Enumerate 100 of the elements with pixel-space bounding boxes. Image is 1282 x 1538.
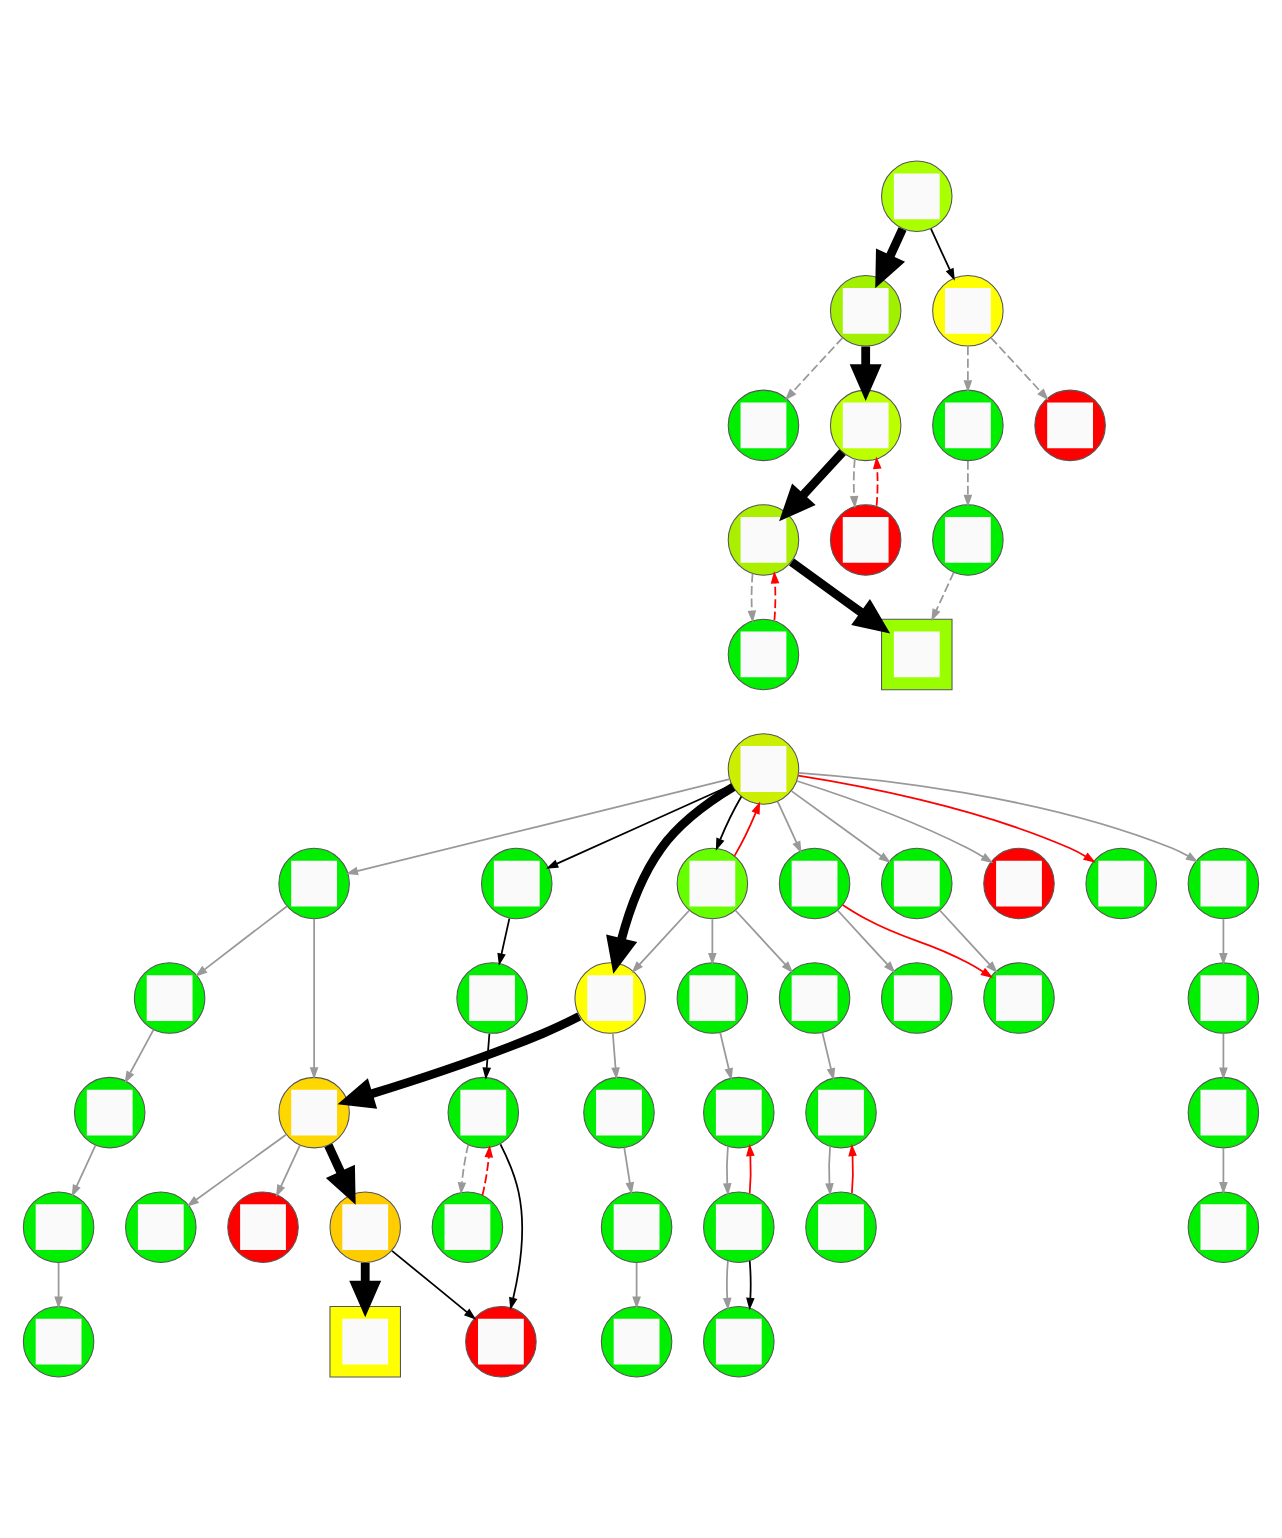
arrow (715, 795, 743, 851)
node-circle (1187, 1191, 1260, 1263)
arrow (734, 909, 794, 974)
arrow (963, 460, 973, 508)
node-circle (727, 733, 800, 805)
arrow (391, 1250, 477, 1320)
node-circle (431, 1191, 504, 1263)
arrow (746, 1260, 755, 1311)
node-circle (73, 1076, 146, 1149)
arrow (790, 790, 891, 864)
node-circle (456, 962, 528, 1034)
node-circle (881, 160, 953, 233)
arrow (124, 1028, 155, 1084)
node-circle (983, 847, 1055, 920)
arrow (71, 1144, 97, 1198)
node-circle (829, 275, 902, 347)
node-circle (727, 504, 800, 576)
node-circle (932, 389, 1004, 462)
arrow (186, 1133, 287, 1207)
arrow (708, 918, 717, 966)
node-circle (125, 1191, 197, 1263)
node-circle (22, 1305, 95, 1378)
arrow (746, 1143, 755, 1194)
arrow (1219, 1147, 1228, 1195)
arrow (719, 1031, 733, 1081)
node-circle (676, 962, 749, 1034)
arrow (733, 801, 761, 857)
node-circle (676, 847, 749, 920)
arrow (482, 1032, 492, 1080)
node-circle (829, 504, 902, 576)
arrow (545, 784, 733, 869)
arrow (875, 227, 907, 289)
node-box (881, 618, 953, 691)
node-circle (778, 847, 851, 920)
arrow (789, 558, 891, 634)
arrow (836, 909, 896, 974)
node-circle (1085, 847, 1157, 920)
arrow (825, 1145, 834, 1196)
node-circle (600, 1305, 673, 1378)
node-circle (600, 1191, 673, 1263)
arrow (930, 228, 955, 281)
arrow (963, 345, 973, 393)
arrow (797, 771, 1199, 863)
arrow (722, 1145, 732, 1196)
node-circle (932, 504, 1004, 576)
arrow (497, 917, 511, 966)
arrow (631, 909, 691, 974)
arrow (722, 1260, 732, 1311)
node-circle (703, 1305, 775, 1378)
arrow (349, 1262, 382, 1318)
node-circle (932, 275, 1004, 347)
node-circle (703, 1076, 775, 1149)
arrow (872, 456, 882, 507)
arrow (797, 774, 1096, 863)
arrow (345, 778, 731, 876)
arrow (848, 1143, 857, 1194)
arrow (990, 336, 1049, 401)
node-circle (227, 1191, 299, 1263)
node-circle (727, 618, 800, 691)
arrow (747, 572, 757, 623)
node-circle (583, 1076, 655, 1149)
arrow (499, 1143, 523, 1310)
node-circle (703, 1191, 775, 1263)
arrow (606, 783, 736, 974)
arrow (481, 1145, 494, 1197)
node-box (329, 1305, 401, 1378)
arrow (849, 458, 859, 509)
node-circle (22, 1191, 95, 1263)
arrow (770, 571, 780, 622)
node-circle (881, 847, 953, 920)
node-circle (1187, 962, 1260, 1034)
node-circle (1187, 1076, 1260, 1149)
arrow (1219, 1032, 1228, 1080)
arrow (54, 1261, 63, 1309)
node-circle (481, 847, 553, 920)
arrow (324, 1143, 356, 1205)
arrow (632, 1261, 641, 1309)
arrow (779, 449, 846, 522)
node-circle (447, 1076, 520, 1149)
arrow (776, 800, 802, 854)
arrow (611, 1032, 620, 1080)
node-circle (829, 389, 902, 462)
arrow (841, 904, 994, 979)
arrow (931, 571, 955, 622)
arrow (939, 909, 998, 974)
node-circle (805, 1191, 877, 1263)
arrow (195, 905, 288, 977)
arrow (623, 1146, 635, 1195)
arrow (1219, 918, 1228, 966)
arrow (309, 918, 319, 1080)
arrow (276, 1144, 301, 1198)
arrow (796, 780, 994, 864)
node-circle (805, 1076, 877, 1149)
node-circle (329, 1191, 401, 1263)
arrow (784, 336, 844, 401)
arrow (457, 1143, 470, 1195)
node-circle (278, 847, 350, 920)
arrow (337, 1012, 582, 1109)
arrow (849, 346, 882, 401)
node-circle (278, 1076, 350, 1149)
